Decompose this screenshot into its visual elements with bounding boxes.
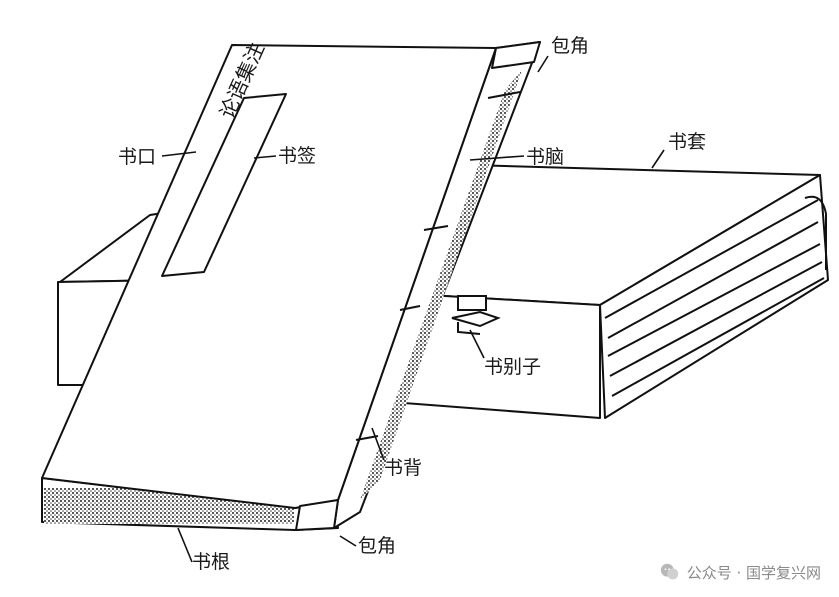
- label-shunao: 书脑: [526, 146, 564, 168]
- label-baojiao-bottom: 包角: [358, 535, 396, 557]
- label-baojiao-top: 包角: [551, 35, 589, 57]
- label-shubei: 书背: [384, 457, 422, 479]
- watermark-text: 公众号 · 国学复兴网: [687, 562, 821, 583]
- wechat-icon: [659, 561, 681, 583]
- label-shuqian: 书签: [278, 145, 316, 167]
- label-shutao: 书套: [668, 131, 706, 153]
- watermark: 公众号 · 国学复兴网: [659, 561, 821, 583]
- label-shugen: 书根: [192, 551, 230, 573]
- label-shukou: 书口: [118, 146, 156, 168]
- label-shubiezi: 书别子: [484, 356, 541, 378]
